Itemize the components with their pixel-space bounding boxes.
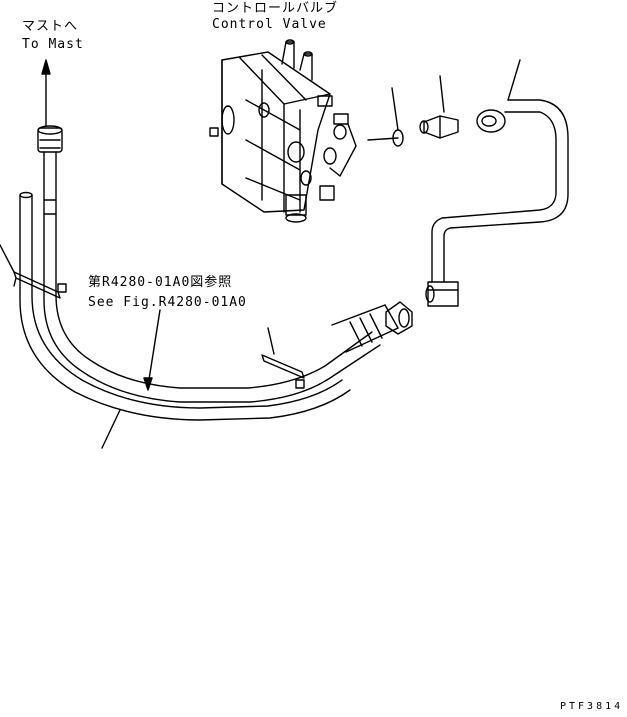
center-clamp	[262, 328, 304, 388]
left-clamp	[14, 272, 66, 298]
drawing-code: PTF3814	[560, 701, 624, 712]
steel-pipe	[432, 100, 568, 282]
control-valve-label-en: Control Valve	[212, 17, 327, 32]
connector-fitting	[420, 116, 458, 138]
inner-tube	[20, 193, 350, 421]
leader-lines	[0, 60, 520, 448]
mast-label-en: To Mast	[22, 37, 84, 52]
pipe-nut	[477, 110, 505, 132]
control-valve-label-jp: コントロールバルブ	[212, 1, 339, 16]
main-hose	[44, 152, 380, 402]
hose-hex-nut	[386, 302, 412, 334]
elbow-fitting	[426, 282, 458, 306]
to-mast-arrow	[42, 60, 50, 126]
hose-end-fitting	[38, 126, 62, 152]
mast-label-jp: マストへ	[22, 19, 79, 34]
control-valve	[210, 40, 356, 222]
see-fig-label-en: See Fig.R4280-01A0	[88, 295, 247, 310]
see-fig-label-jp: 第R4280-01A0図参照	[88, 275, 233, 290]
right-hose-end	[332, 305, 398, 352]
see-fig-pointer	[144, 310, 160, 390]
